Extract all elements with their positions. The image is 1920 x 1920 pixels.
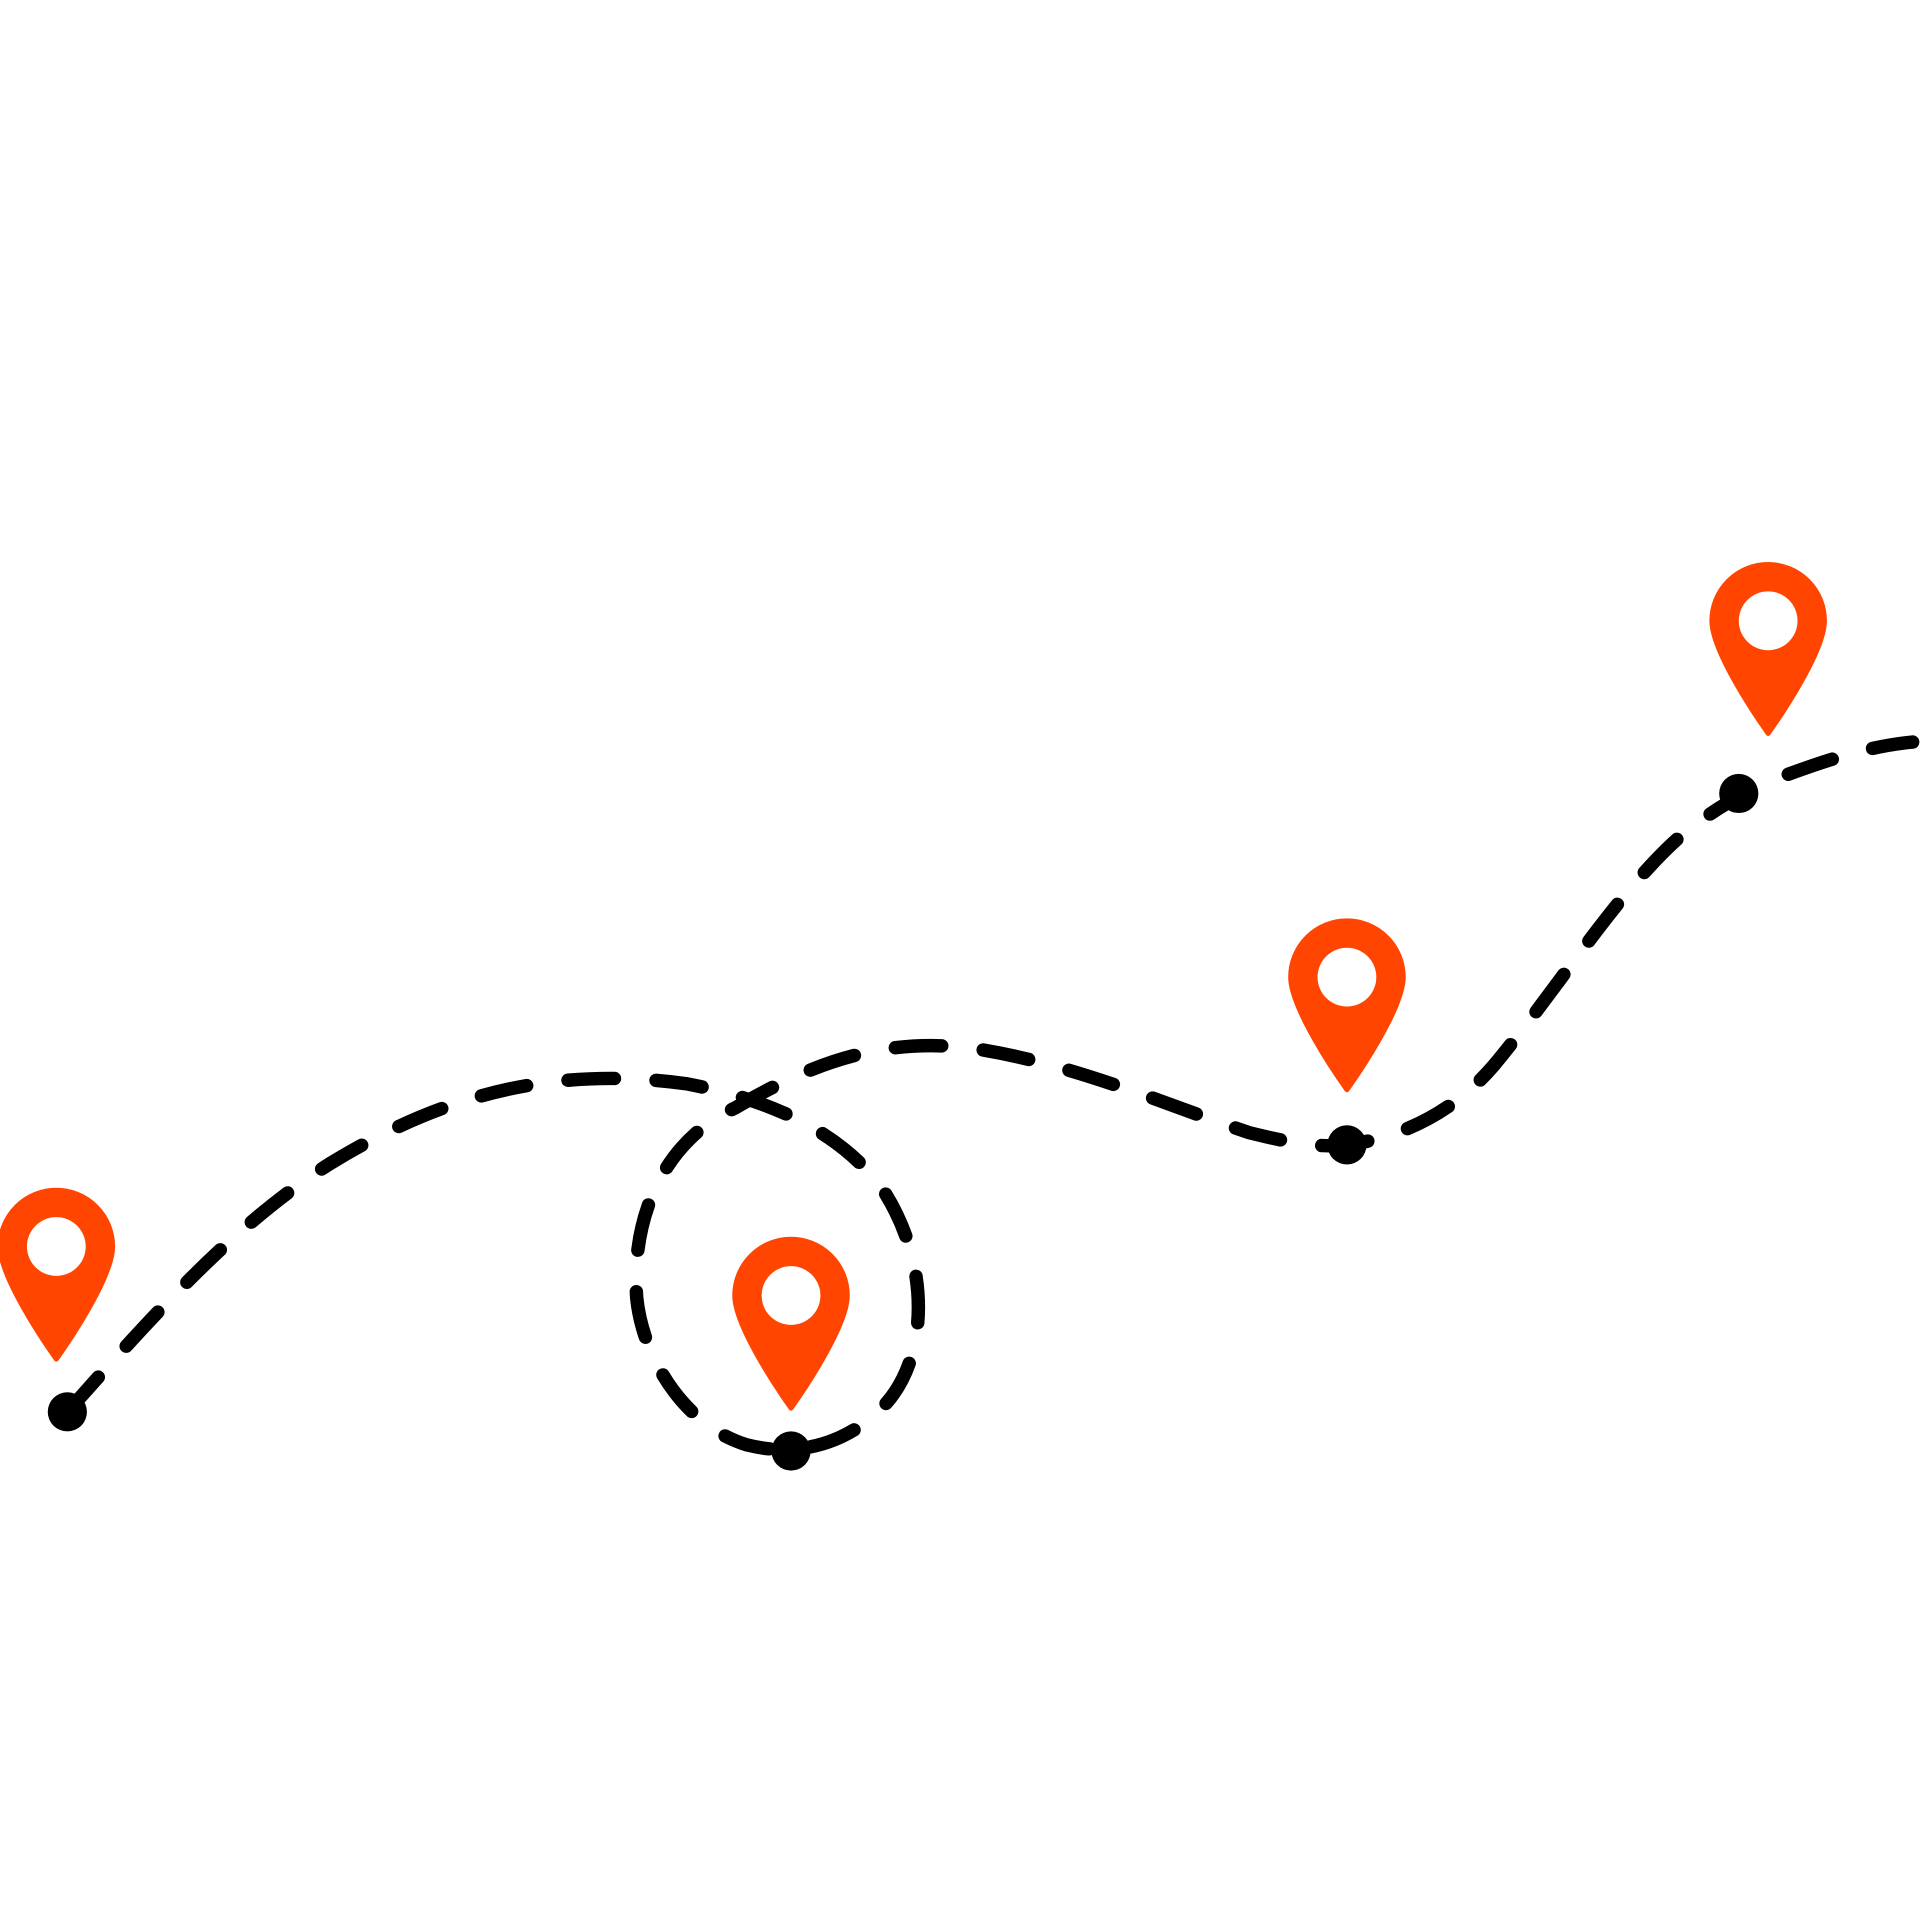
waypoint-dot-icon [47,1392,87,1432]
map-pin-icon [0,1187,116,1362]
waypoint-dot-icon [771,1431,811,1471]
waypoint-dot-icon [1719,773,1759,814]
waypoint-dot-icon [1327,1125,1367,1165]
waypoints [47,773,1759,1471]
map-pin-icon [732,1236,850,1411]
map-pin-icon [1709,562,1827,736]
map-pin-icon [1288,918,1406,1093]
map-pins [0,562,1827,1411]
dashed-route-path [60,735,1920,1457]
